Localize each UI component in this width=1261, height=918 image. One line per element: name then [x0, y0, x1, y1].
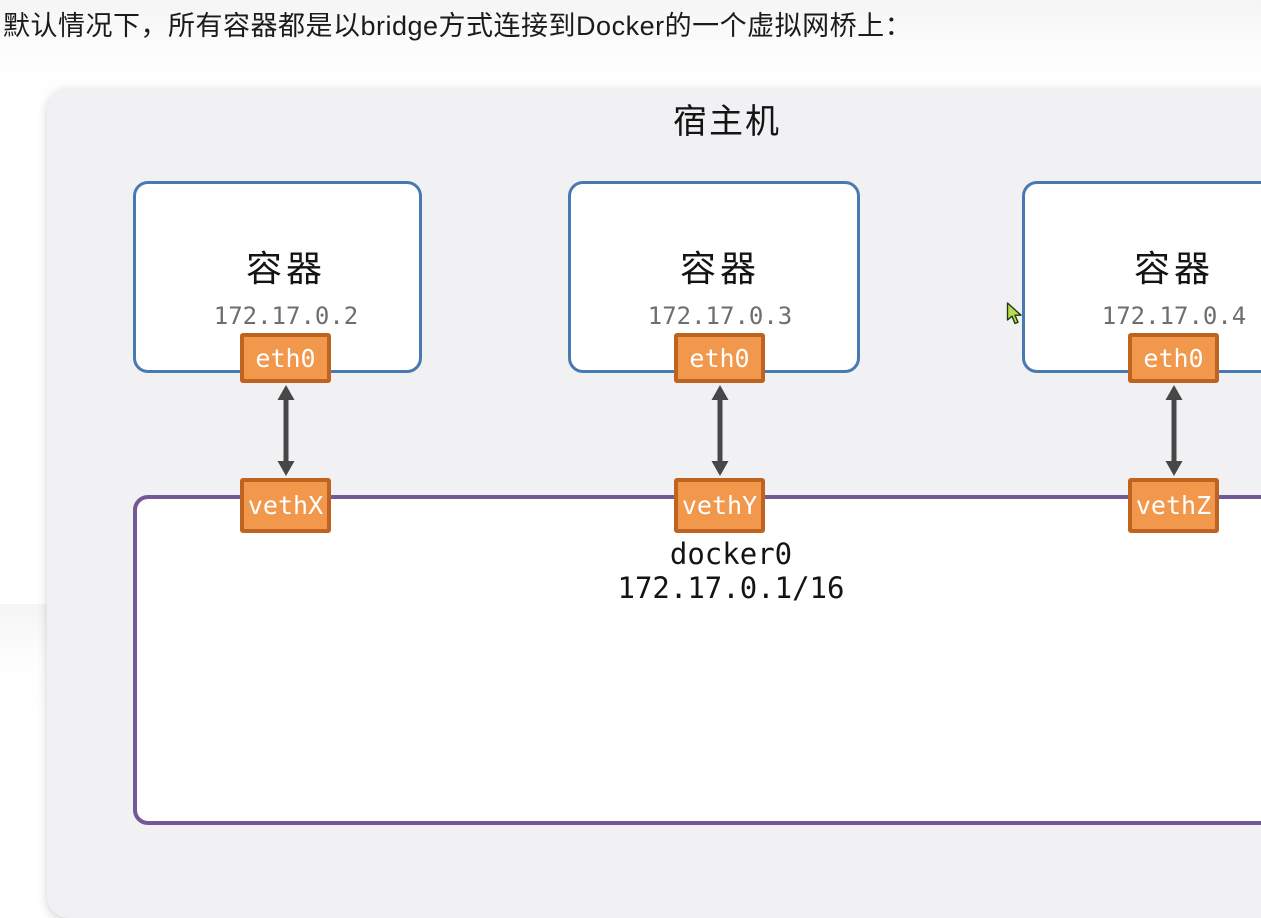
eth0-port-2: eth0 [674, 333, 765, 383]
container-content-1: 容器 172.17.0.2 [136, 248, 436, 330]
eth0-port-1: eth0 [240, 333, 331, 383]
container-box-2 [568, 181, 860, 373]
eth0-port-3: eth0 [1128, 333, 1219, 383]
bridge-subnet: 172.17.0.1/16 [617, 571, 845, 605]
container-label: 容器 [245, 248, 326, 289]
bidirectional-arrow-icon [711, 385, 729, 476]
veth-port-3: vethZ [1128, 478, 1219, 533]
veth-port-1: vethX [240, 478, 331, 533]
bidirectional-arrow-icon [277, 385, 295, 476]
veth-port-2: vethY [674, 478, 765, 533]
container-ip: 172.17.0.2 [213, 302, 359, 330]
bridge-name: docker0 [669, 537, 793, 571]
bidirectional-arrow-icon [1165, 385, 1183, 476]
bridge-labels: docker0 172.17.0.1/16 [531, 538, 931, 605]
mouse-cursor-icon [1006, 302, 1022, 325]
container-label: 容器 [679, 248, 760, 289]
container-ip: 172.17.0.4 [1101, 302, 1247, 330]
container-ip: 172.17.0.3 [647, 302, 793, 330]
container-label: 容器 [1133, 248, 1214, 289]
intro-text: 默认情况下，所有容器都是以bridge方式连接到Docker的一个虚拟网桥上： [3, 11, 913, 41]
container-content-2: 容器 172.17.0.3 [570, 248, 870, 330]
host-title: 宿主机 [673, 103, 781, 141]
container-content-3: 容器 172.17.0.4 [1024, 248, 1261, 330]
